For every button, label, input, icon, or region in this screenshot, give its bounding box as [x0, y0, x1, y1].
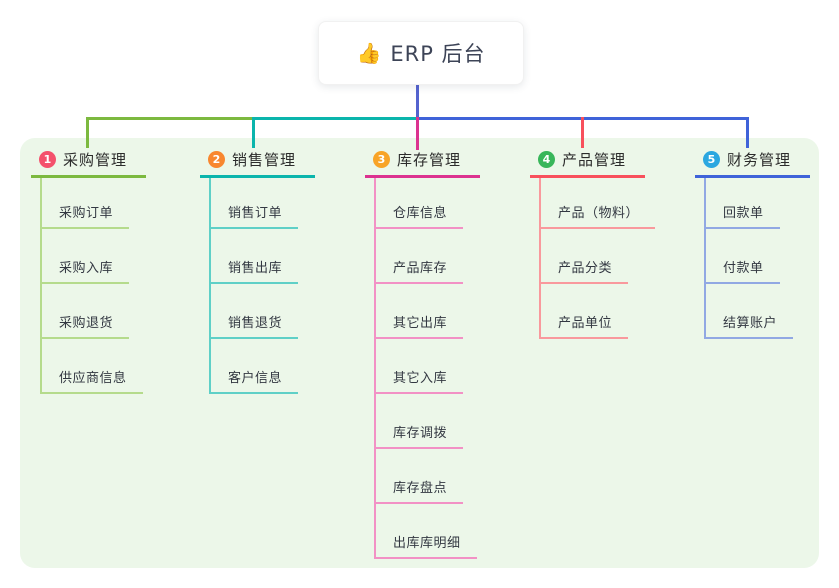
branch-product: 4 产品管理 产品（物料） 产品分类 产品单位	[530, 138, 690, 339]
child-node: 客户信息	[211, 339, 360, 394]
child-node: 销售出库	[211, 229, 360, 284]
badge-3-icon: 3	[373, 151, 390, 168]
node-purchase-return[interactable]: 采购退货	[42, 312, 130, 339]
badge-1-icon: 1	[39, 151, 56, 168]
badge-4-icon: 4	[538, 151, 555, 168]
node-outbound-detail[interactable]: 出库库明细	[376, 532, 477, 559]
node-supplier-info[interactable]: 供应商信息	[42, 367, 143, 394]
node-purchase-inbound[interactable]: 采购入库	[42, 257, 130, 284]
child-node: 结算账户	[706, 284, 839, 339]
branch-purchase: 1 采购管理 采购订单 采购入库 采购退货 供应商信息	[31, 138, 191, 394]
node-product-category[interactable]: 产品分类	[541, 257, 629, 284]
node-purchase-order[interactable]: 采购订单	[42, 202, 130, 229]
connector-h-branch1	[86, 117, 255, 120]
branch-children: 采购订单 采购入库 采购退货 供应商信息	[40, 178, 191, 394]
child-node: 其它入库	[376, 339, 525, 394]
connector-h-branch2	[252, 117, 419, 120]
branch-inventory: 3 库存管理 仓库信息 产品库存 其它出库 其它入库 库存调拨 库存盘点 出库库…	[365, 138, 525, 559]
branch-node-purchase[interactable]: 1 采购管理	[31, 138, 146, 178]
branch-sales: 2 销售管理 销售订单 销售出库 销售退货 客户信息	[200, 138, 360, 394]
branch-finance: 5 财务管理 回款单 付款单 结算账户	[695, 138, 839, 339]
child-node: 采购订单	[42, 178, 191, 229]
branch-node-finance[interactable]: 5 财务管理	[695, 138, 810, 178]
child-node: 产品库存	[376, 229, 525, 284]
node-other-outbound[interactable]: 其它出库	[376, 312, 464, 339]
branch-children: 回款单 付款单 结算账户	[704, 178, 839, 339]
node-product-unit[interactable]: 产品单位	[541, 312, 629, 339]
child-node: 付款单	[706, 229, 839, 284]
node-customer-info[interactable]: 客户信息	[211, 367, 299, 394]
child-node: 供应商信息	[42, 339, 191, 394]
root-node-erp[interactable]: 👍 ERP 后台	[318, 21, 524, 85]
branch-title: 库存管理	[397, 151, 462, 169]
child-node: 产品（物料）	[541, 178, 690, 229]
child-node: 采购退货	[42, 284, 191, 339]
node-settlement-account[interactable]: 结算账户	[706, 312, 794, 339]
node-receipt-bill[interactable]: 回款单	[706, 202, 780, 229]
mindmap-panel: 1 采购管理 采购订单 采购入库 采购退货 供应商信息 2 销售管理 销售订单 …	[20, 138, 819, 568]
child-node: 出库库明细	[376, 504, 525, 559]
branch-title: 财务管理	[727, 151, 792, 169]
node-payment-bill[interactable]: 付款单	[706, 257, 780, 284]
child-node: 销售订单	[211, 178, 360, 229]
badge-5-icon: 5	[703, 151, 720, 168]
thumbs-up-icon: 👍	[356, 41, 382, 65]
node-product-material[interactable]: 产品（物料）	[541, 202, 656, 229]
node-sales-outbound[interactable]: 销售出库	[211, 257, 299, 284]
branch-node-inventory[interactable]: 3 库存管理	[365, 138, 480, 178]
child-node: 采购入库	[42, 229, 191, 284]
node-stock-count[interactable]: 库存盘点	[376, 477, 464, 504]
branch-title: 销售管理	[232, 151, 297, 169]
node-product-stock[interactable]: 产品库存	[376, 257, 464, 284]
child-node: 其它出库	[376, 284, 525, 339]
node-sales-return[interactable]: 销售退货	[211, 312, 299, 339]
child-node: 库存盘点	[376, 449, 525, 504]
node-other-inbound[interactable]: 其它入库	[376, 367, 464, 394]
branch-node-product[interactable]: 4 产品管理	[530, 138, 645, 178]
root-node-label: ERP 后台	[390, 42, 486, 66]
child-node: 销售退货	[211, 284, 360, 339]
child-node: 产品分类	[541, 229, 690, 284]
branch-children: 产品（物料） 产品分类 产品单位	[539, 178, 690, 339]
child-node: 仓库信息	[376, 178, 525, 229]
branch-children: 仓库信息 产品库存 其它出库 其它入库 库存调拨 库存盘点 出库库明细	[374, 178, 525, 559]
branch-title: 产品管理	[562, 151, 627, 169]
connector-root-stub	[416, 85, 419, 119]
child-node: 产品单位	[541, 284, 690, 339]
branch-title: 采购管理	[63, 151, 128, 169]
connector-drop-branch3	[416, 117, 419, 150]
branch-children: 销售订单 销售出库 销售退货 客户信息	[209, 178, 360, 394]
child-node: 库存调拨	[376, 394, 525, 449]
node-stock-transfer[interactable]: 库存调拨	[376, 422, 464, 449]
badge-2-icon: 2	[208, 151, 225, 168]
child-node: 回款单	[706, 178, 839, 229]
connector-drop-branch2	[252, 117, 255, 148]
connector-drop-branch4	[581, 117, 584, 148]
node-warehouse-info[interactable]: 仓库信息	[376, 202, 464, 229]
connector-drop-branch1	[86, 117, 89, 148]
connector-drop-branch5	[746, 117, 749, 148]
node-sales-order[interactable]: 销售订单	[211, 202, 299, 229]
branch-node-sales[interactable]: 2 销售管理	[200, 138, 315, 178]
